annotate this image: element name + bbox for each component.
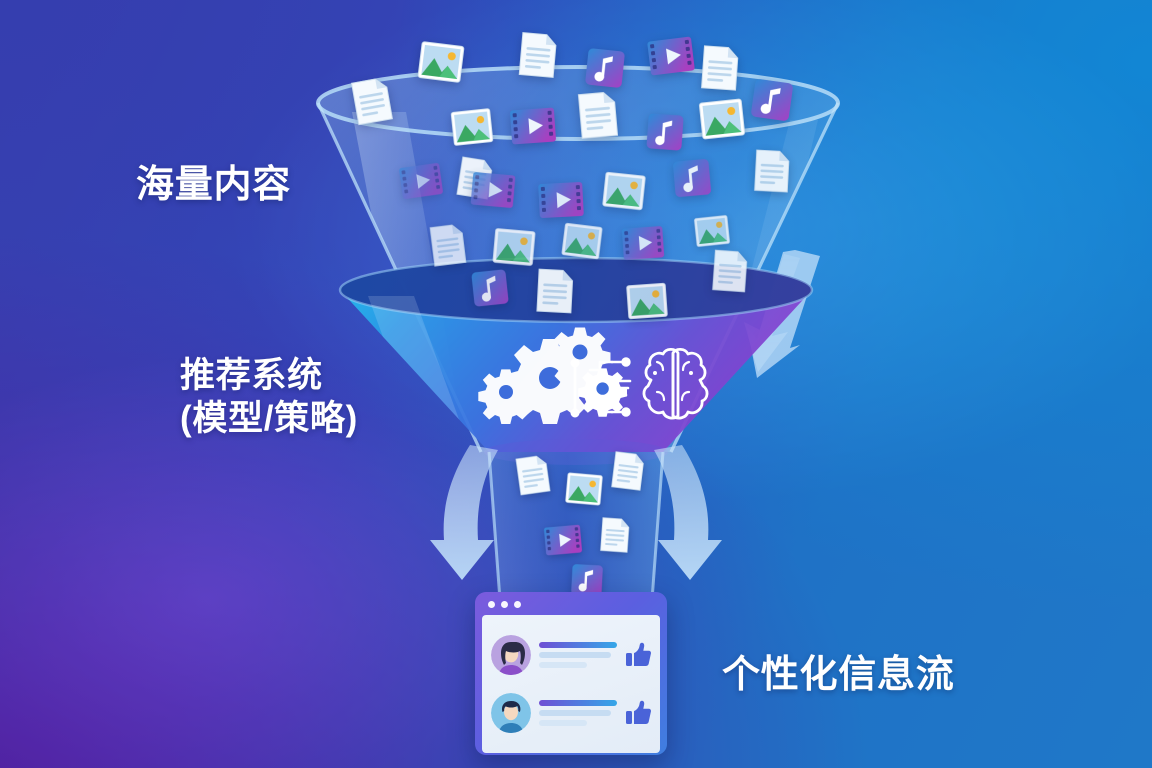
document-icon xyxy=(575,89,621,140)
music-icon xyxy=(645,112,684,151)
male-avatar xyxy=(491,693,531,733)
engine-glyph-group xyxy=(478,327,709,424)
body-line xyxy=(539,652,611,658)
body-line xyxy=(539,710,611,716)
image-icon xyxy=(626,282,669,320)
window-dot-3[interactable] xyxy=(514,601,521,608)
feed-item-row[interactable] xyxy=(491,693,651,733)
window-dot-1[interactable] xyxy=(488,601,495,608)
feed-text-lines xyxy=(539,700,617,726)
document-icon xyxy=(710,248,751,294)
short-line xyxy=(539,720,588,726)
label-massive-content: 海量内容 xyxy=(136,164,292,206)
video-icon xyxy=(543,524,583,557)
image-icon xyxy=(698,98,746,140)
female-avatar xyxy=(491,635,531,675)
music-icon xyxy=(470,268,510,308)
image-icon xyxy=(565,472,604,506)
image-icon xyxy=(561,222,604,260)
image-icon xyxy=(693,214,730,247)
window-dot-2[interactable] xyxy=(501,601,508,608)
document-icon xyxy=(516,30,560,79)
image-icon xyxy=(602,171,647,211)
video-icon xyxy=(621,225,666,261)
headline-line xyxy=(539,700,617,706)
headline-line xyxy=(539,642,617,648)
circuit-center-gear-icon xyxy=(578,368,627,417)
music-icon xyxy=(584,47,626,89)
music-icon xyxy=(570,563,604,597)
thumbs-up-icon[interactable] xyxy=(625,700,651,726)
document-icon xyxy=(598,516,632,554)
personalized-feed-window[interactable] xyxy=(475,592,667,755)
image-icon xyxy=(492,227,536,266)
document-icon xyxy=(609,450,647,492)
video-icon xyxy=(646,35,696,76)
document-icon xyxy=(698,44,741,93)
brain-icon xyxy=(642,347,709,420)
video-icon xyxy=(509,106,557,145)
short-line xyxy=(539,662,588,668)
label-recommendation-system: 推荐系统 (模型/策略) xyxy=(180,356,358,438)
document-icon xyxy=(348,75,395,127)
feed-item-row[interactable] xyxy=(491,635,651,675)
video-icon xyxy=(398,162,445,201)
image-icon xyxy=(417,40,465,83)
music-icon xyxy=(749,77,794,122)
document-icon xyxy=(534,267,576,315)
label-personalized-feed: 个性化信息流 xyxy=(722,654,955,696)
image-icon xyxy=(450,108,494,147)
arrow-right-out-of-funnel xyxy=(654,445,722,580)
window-titlebar xyxy=(479,596,663,613)
music-icon xyxy=(672,158,713,199)
document-icon xyxy=(427,222,469,268)
video-icon xyxy=(537,181,585,219)
arrow-left-out-of-funnel xyxy=(430,445,498,580)
thumbs-up-icon[interactable] xyxy=(625,642,651,668)
document-icon xyxy=(752,148,793,194)
video-icon xyxy=(469,171,516,209)
document-icon xyxy=(513,453,553,497)
feed-list xyxy=(482,615,660,753)
feed-text-lines xyxy=(539,642,617,668)
